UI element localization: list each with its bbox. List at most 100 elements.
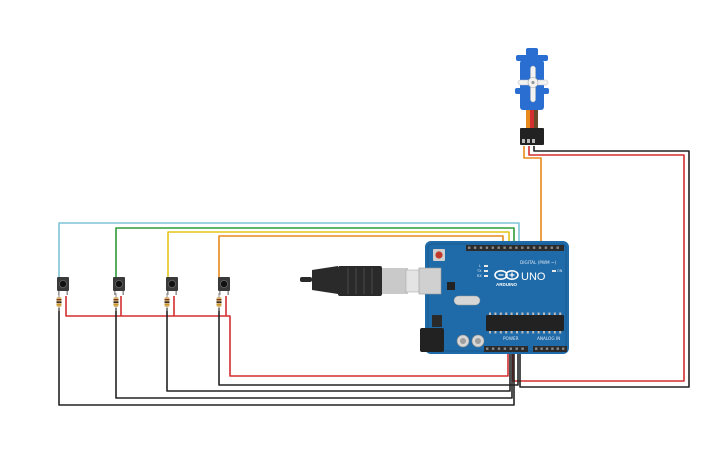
wire-black-2[interactable] [115, 308, 513, 399]
chip-leg [559, 331, 562, 334]
pin-hole[interactable] [544, 246, 548, 249]
chip-leg [559, 312, 562, 315]
arduino-uno-board[interactable]: DIGITAL (PWM ~) UNO ARDUINO L TX RX ON [418, 241, 569, 354]
wire-orange-button[interactable] [218, 235, 504, 281]
pin-hole[interactable] [486, 347, 489, 350]
crystal [453, 295, 481, 306]
pin-hole[interactable] [479, 246, 483, 249]
microcontroller-chip [486, 312, 564, 334]
pin-hole[interactable] [532, 246, 536, 249]
wires [58, 146, 690, 406]
on-led-label: ON [557, 269, 563, 273]
pin-hole[interactable] [485, 246, 489, 249]
chip-leg [494, 331, 497, 334]
chip-leg [537, 312, 540, 315]
pin-hole[interactable] [491, 246, 494, 249]
chip-leg [553, 331, 556, 334]
power-header-label: POWER [503, 336, 519, 341]
pin-hole[interactable] [538, 246, 542, 249]
status-leds: L TX RX ON [476, 264, 563, 278]
pin-hole[interactable] [473, 246, 477, 249]
wire-lightblue[interactable] [58, 222, 520, 281]
pin-hole[interactable] [527, 246, 530, 249]
analog-header-label: ANALOG IN [537, 336, 560, 341]
pin-hole[interactable] [468, 246, 471, 249]
pin-hole[interactable] [497, 347, 501, 350]
pin-hole[interactable] [509, 347, 512, 350]
wire-black-4[interactable] [218, 308, 519, 386]
pin-hole[interactable] [550, 246, 553, 249]
pin-hole[interactable] [556, 246, 559, 249]
usb-cable[interactable] [300, 266, 421, 296]
wire-orange-servo[interactable] [523, 146, 542, 245]
rx-led-label: RX [477, 274, 482, 278]
reset-button[interactable] [433, 249, 445, 261]
chip-leg [553, 312, 556, 315]
capacitors [456, 334, 485, 348]
chip-leg [532, 312, 535, 315]
pin-hole[interactable] [551, 347, 554, 350]
pin-hole[interactable] [535, 347, 538, 350]
pin-hole[interactable] [521, 347, 524, 350]
chip-leg [543, 312, 545, 315]
bottom-header-pins [486, 347, 565, 350]
resistor-3[interactable] [164, 293, 170, 311]
pin-hole[interactable] [515, 347, 518, 350]
chip-leg [499, 331, 502, 334]
resistor-2[interactable] [113, 293, 119, 311]
wire-red-bus[interactable] [65, 296, 509, 377]
pin-hole[interactable] [509, 246, 512, 249]
pin-hole[interactable] [497, 246, 500, 249]
small-chip [447, 282, 455, 290]
pushbutton-group [57, 277, 230, 295]
chip-leg [521, 312, 524, 315]
chip-leg [521, 331, 524, 334]
pin-hole[interactable] [491, 347, 495, 350]
chip-leg [548, 331, 551, 334]
pin-hole[interactable] [540, 347, 543, 350]
voltage-regulator [432, 315, 442, 327]
wire-black-servo[interactable] [519, 146, 690, 388]
pin-hole[interactable] [521, 246, 524, 249]
tx-led-label: TX [476, 269, 482, 273]
resistor-1[interactable] [56, 293, 62, 311]
digital-header-pins [468, 246, 559, 249]
pin-hole[interactable] [562, 347, 565, 350]
pin-hole[interactable] [503, 347, 507, 350]
uno-label: UNO [521, 271, 546, 283]
wire-red-servo[interactable] [512, 146, 685, 382]
digital-header-label: DIGITAL (PWM ~) [520, 260, 556, 265]
pushbutton-2[interactable] [113, 277, 125, 295]
wire-black-3[interactable] [166, 308, 511, 392]
pushbutton-3[interactable] [166, 277, 178, 295]
wire-yellow[interactable] [167, 231, 510, 281]
l-led-label: L [479, 264, 481, 268]
chip-leg [537, 331, 540, 334]
chip-leg [516, 312, 518, 315]
micro-servo[interactable] [515, 48, 549, 145]
chip-leg [532, 331, 535, 334]
chip-leg [505, 312, 508, 315]
wire-green[interactable] [115, 227, 515, 281]
pin-hole[interactable] [515, 246, 518, 249]
arduino-brand-label: ARDUINO [496, 282, 517, 287]
resistor-4[interactable] [216, 293, 222, 311]
wire-black-1[interactable] [58, 308, 515, 406]
chip-leg [489, 331, 491, 334]
digital-header [466, 245, 564, 251]
chip-leg [510, 312, 513, 315]
chip-leg [526, 331, 529, 334]
pin-hole[interactable] [556, 347, 559, 350]
chip-leg [494, 312, 497, 315]
pin-hole[interactable] [545, 347, 549, 350]
analog-header [533, 346, 567, 352]
chip-leg [505, 331, 508, 334]
pushbutton-4[interactable] [218, 277, 230, 295]
pin-hole[interactable] [503, 246, 506, 249]
chip-leg [526, 312, 529, 315]
chip-leg [548, 312, 551, 315]
chip-leg [543, 331, 545, 334]
chip-leg [510, 331, 513, 334]
pushbutton-1[interactable] [57, 277, 69, 295]
